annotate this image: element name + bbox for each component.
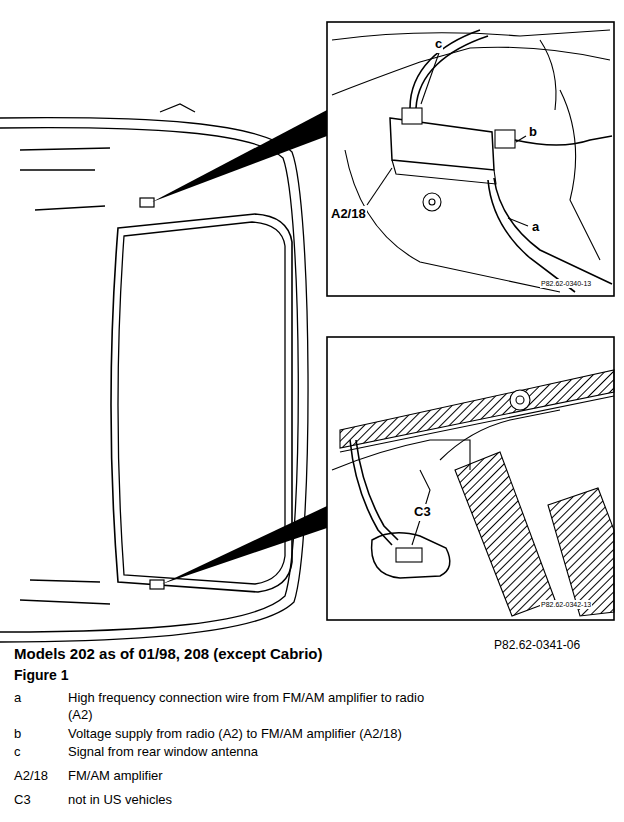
hatched-strip [548,488,614,616]
figure-code: P82.62-0342-13 [540,600,592,609]
detail-drawing [332,30,612,292]
figure-title: Models 202 as of 01/98, 208 (except Cabr… [14,644,322,664]
body-line [20,148,110,604]
leader-line [421,50,440,104]
callout-wedge [162,506,327,584]
connector-c [402,108,422,124]
rear-window [111,214,292,592]
panel-line [560,90,600,260]
rear-window-inner [118,222,285,584]
connector-housing [372,533,450,578]
connector-marker [150,580,164,589]
hf-wire [494,178,612,284]
key-text: High frequency connection wire from FM/A… [68,690,430,724]
bolt [510,390,530,410]
figure-code: P82.62-0340-13 [540,279,592,288]
rear-window-edge [340,370,614,448]
key-text: Signal from rear window antenna [68,744,258,761]
bolt [429,199,435,205]
leader-line [367,168,392,205]
key-text: Voltage supply from radio (A2) to FM/AM … [68,726,402,743]
amplifier-housing [390,118,494,170]
callout-letter: b [528,124,538,141]
antenna-wire [410,30,480,108]
bolt [516,396,524,404]
car-body [0,118,308,642]
connector-c3 [396,548,422,562]
key-text: not in US vehicles [68,792,172,809]
antenna-wire [350,440,392,545]
part-number: C3 [413,504,432,521]
figure-code: P82.62-0341-06 [494,638,580,654]
panel-line [345,150,560,292]
car-body-inner [0,128,298,632]
part-number: A2/18 [330,206,367,223]
antenna-wire [356,440,398,540]
key-symbol: a [14,690,21,707]
hatched-strip [455,452,555,616]
callout-wedge [152,110,327,202]
key-symbol: b [14,726,21,743]
key-symbol: c [14,744,21,761]
hf-wire [488,180,575,292]
callout-letter: c [434,36,443,53]
key-symbol: C3 [14,792,31,809]
panel-line [340,396,614,452]
leader-line [412,520,420,545]
figure-caption: Figure 1 [14,666,68,684]
detail-frame [327,22,614,296]
bolt [423,193,441,211]
leader-line [508,218,528,226]
detail-frame [327,337,614,620]
panel-line [332,47,610,95]
amplifier-marker [140,198,154,207]
panel-line [540,40,556,110]
connector-b [495,130,515,148]
callout-letter: a [531,219,540,236]
detail-drawing [332,370,614,616]
key-symbol: A2/18 [14,768,48,785]
leader-line [516,136,526,142]
key-text: FM/AM amplifier [68,768,163,785]
panel-line [332,30,610,40]
antenna-wire [416,36,488,108]
amplifier-housing [392,160,496,184]
